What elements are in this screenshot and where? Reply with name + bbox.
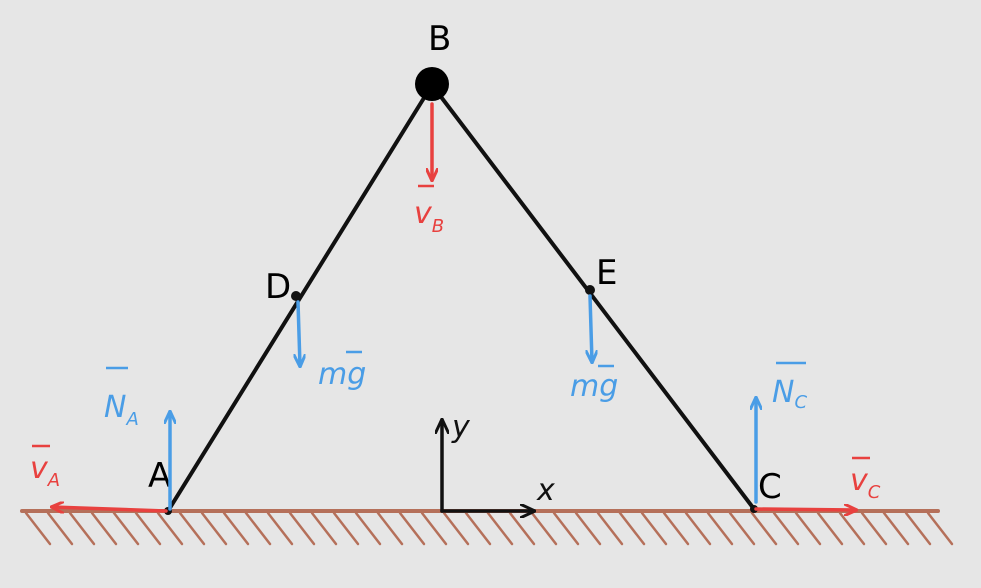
hatch-mark bbox=[68, 511, 96, 546]
hatch-mark bbox=[200, 511, 228, 546]
normal-force-C-label: NC bbox=[772, 375, 807, 413]
truss bbox=[164, 67, 758, 515]
velocity-A-label: vA bbox=[30, 451, 60, 491]
label-B: B bbox=[428, 19, 451, 59]
hatch-mark bbox=[222, 511, 250, 546]
hatch-mark bbox=[926, 511, 954, 546]
hatch-mark bbox=[332, 511, 360, 546]
y-axis-label: y bbox=[451, 410, 471, 445]
normal-force-A: NA bbox=[104, 366, 170, 511]
ground-hatching bbox=[24, 511, 954, 546]
hatch-mark bbox=[816, 511, 844, 546]
label-C: C bbox=[758, 467, 782, 507]
gravity-E-label: mg bbox=[570, 369, 618, 404]
normal-force-A-label: NA bbox=[104, 390, 139, 430]
hatch-mark bbox=[508, 511, 536, 546]
ground bbox=[20, 509, 954, 546]
hatch-mark bbox=[398, 511, 426, 546]
hatch-mark bbox=[156, 511, 184, 546]
hatch-mark bbox=[530, 511, 558, 546]
gravity-E: mg bbox=[570, 294, 618, 404]
hatch-mark bbox=[442, 511, 470, 546]
hatch-mark bbox=[420, 511, 448, 546]
hatch-mark bbox=[266, 511, 294, 546]
hatch-mark bbox=[90, 511, 118, 546]
hatch-mark bbox=[244, 511, 272, 546]
hatch-mark bbox=[134, 511, 162, 546]
velocity-C-arrow bbox=[754, 509, 856, 510]
gravity-D-arrow bbox=[298, 300, 300, 366]
hatch-mark bbox=[772, 511, 800, 546]
hatch-mark bbox=[486, 511, 514, 546]
velocity-A-arrow bbox=[52, 507, 168, 511]
hatch-mark bbox=[750, 511, 778, 546]
velocity-C-label: vC bbox=[850, 463, 881, 503]
velocity-B: vB bbox=[414, 102, 444, 237]
hatch-mark bbox=[574, 511, 602, 546]
hatch-mark bbox=[860, 511, 888, 546]
hatch-mark bbox=[706, 511, 734, 546]
label-A: A bbox=[148, 456, 171, 496]
point-C-marker bbox=[750, 505, 758, 513]
hatch-mark bbox=[838, 511, 866, 546]
normal-force-C: NC bbox=[756, 361, 807, 504]
hatch-mark bbox=[596, 511, 624, 546]
hatch-mark bbox=[662, 511, 690, 546]
gravity-D-label: mg bbox=[318, 357, 366, 392]
hatch-mark bbox=[684, 511, 712, 546]
velocity-A: vA bbox=[30, 444, 168, 511]
velocity-C: vC bbox=[754, 456, 881, 510]
hatch-mark bbox=[728, 511, 756, 546]
joint-B bbox=[415, 67, 449, 101]
gravity-D: mg bbox=[298, 300, 366, 392]
hatch-mark bbox=[310, 511, 338, 546]
point-E-marker bbox=[585, 285, 595, 295]
hatch-mark bbox=[882, 511, 910, 546]
label-D: D bbox=[265, 267, 291, 307]
hatch-mark bbox=[46, 511, 74, 546]
hatch-mark bbox=[552, 511, 580, 546]
coordinate-axes: y x bbox=[442, 410, 555, 511]
velocity-B-label: vB bbox=[414, 196, 444, 237]
bar-BC bbox=[430, 83, 756, 511]
hatch-mark bbox=[112, 511, 140, 546]
label-E: E bbox=[596, 253, 617, 293]
hatch-mark bbox=[354, 511, 382, 546]
point-D-marker bbox=[291, 291, 301, 301]
gravity-E-arrow bbox=[590, 294, 592, 362]
hatch-mark bbox=[376, 511, 404, 546]
hatch-mark bbox=[24, 511, 52, 546]
hatch-mark bbox=[178, 511, 206, 546]
hatch-mark bbox=[464, 511, 492, 546]
hatch-mark bbox=[640, 511, 668, 546]
x-axis-label: x bbox=[536, 473, 555, 508]
hatch-mark bbox=[794, 511, 822, 546]
hatch-mark bbox=[288, 511, 316, 546]
hatch-mark bbox=[904, 511, 932, 546]
hatch-mark bbox=[618, 511, 646, 546]
